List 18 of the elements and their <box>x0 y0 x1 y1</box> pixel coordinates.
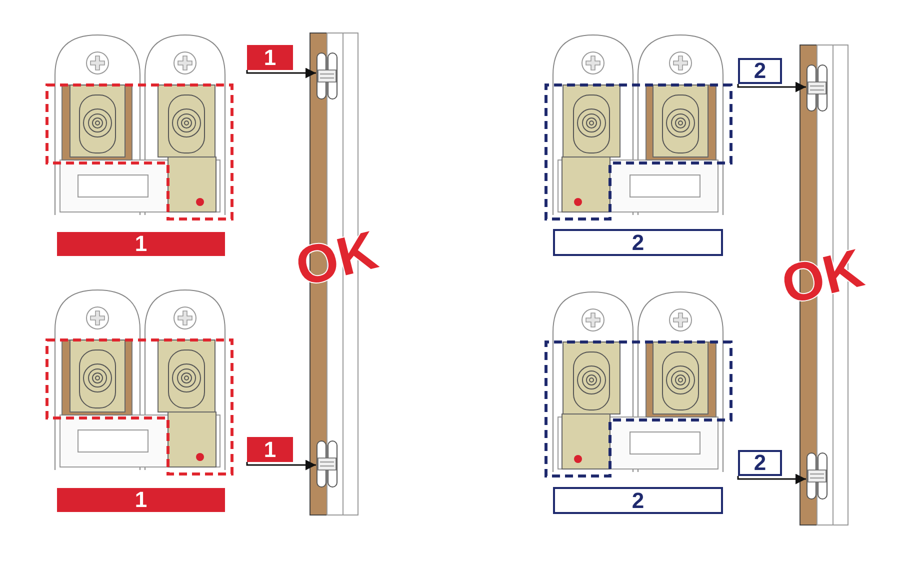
number-tag: 1 <box>247 437 293 462</box>
ok-mark: OK <box>776 241 868 313</box>
number-tag: 2 <box>738 450 782 476</box>
number-bar: 1 <box>57 232 225 256</box>
arrow <box>737 474 806 484</box>
number-bar: 2 <box>553 229 723 256</box>
arrow <box>246 68 316 78</box>
number-bar: 2 <box>553 487 723 514</box>
ok-mark: OK <box>290 223 382 295</box>
number-tag: 1 <box>247 45 293 70</box>
hinge-drawing <box>316 440 338 488</box>
hinge-drawing <box>806 452 828 500</box>
arrow <box>246 460 316 470</box>
arrow <box>737 82 806 92</box>
hinge-drawing <box>316 52 338 100</box>
number-tag: 2 <box>738 58 782 84</box>
number-bar: 1 <box>57 488 225 512</box>
hinge-drawing <box>806 64 828 112</box>
